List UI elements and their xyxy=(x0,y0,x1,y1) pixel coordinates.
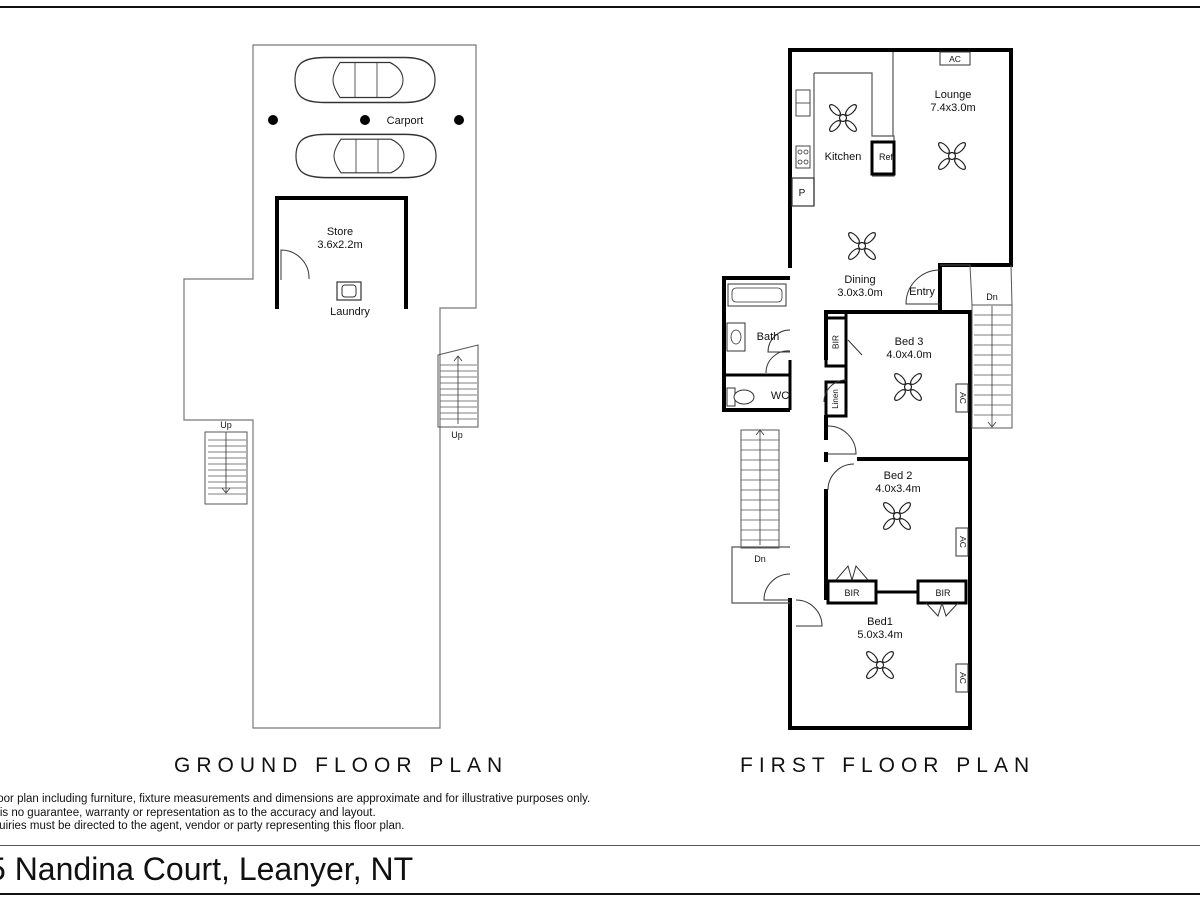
ac-label: AC xyxy=(949,54,961,64)
linen-label: Linen xyxy=(831,389,840,409)
ac-label: AC xyxy=(958,536,968,548)
basin-icon xyxy=(726,322,746,352)
first-floor-plan: Lounge 7.4x3.0m AC Kitchen Ref P Dining … xyxy=(722,48,1013,730)
ground-stairs-left xyxy=(204,431,248,505)
ac-label: AC xyxy=(958,392,968,404)
ac-unit-bed1 xyxy=(955,663,969,693)
disclaimer: is floor plan including furniture, fixtu… xyxy=(0,793,590,834)
fridge-box xyxy=(870,140,896,176)
laundry-label: Laundry xyxy=(330,306,370,318)
first-floor-outer-walls xyxy=(788,48,1013,730)
dining-label: Dining xyxy=(844,274,875,286)
bathtub-icon xyxy=(727,283,787,307)
lounge-size-label: 7.4x3.0m xyxy=(930,102,975,114)
first-stairs-right xyxy=(971,304,1013,429)
ceiling-fan-icon xyxy=(864,649,896,681)
stairs-up-label: Up xyxy=(220,420,232,430)
carport-post xyxy=(268,115,278,125)
top-rule xyxy=(0,6,1200,8)
dining-size-label: 3.0x3.0m xyxy=(837,287,882,299)
store-size-label: 3.6x2.2m xyxy=(317,239,362,251)
stairs-up-label: Up xyxy=(451,430,463,440)
kitchen-label: Kitchen xyxy=(825,151,862,163)
ground-floor-outline xyxy=(183,44,477,729)
ground-stairs-right xyxy=(437,344,479,428)
bed1-size-label: 5.0x3.4m xyxy=(857,629,902,641)
kitchen-island xyxy=(814,72,895,177)
ceiling-fan-icon xyxy=(846,230,878,262)
ground-floor-plan: Carport Store 3.6x2.2m Laundry Up Up xyxy=(183,44,479,729)
bed3-size-label: 4.0x4.0m xyxy=(886,349,931,361)
bed3-label: Bed 3 xyxy=(895,336,924,348)
store-label: Store xyxy=(327,226,353,238)
pantry-box xyxy=(791,177,815,207)
toilet-icon xyxy=(726,387,755,407)
ground-floor-title: GROUND FLOOR PLAN xyxy=(174,754,509,777)
bed1-bir-label: BIR xyxy=(935,588,951,598)
ac-unit-bed2 xyxy=(955,527,969,557)
laundry-tub-icon xyxy=(336,281,362,301)
ac-label: AC xyxy=(958,672,968,684)
stove-icon xyxy=(795,145,811,169)
first-stairs-left xyxy=(740,429,780,549)
disclaimer-line: enquiries must be directed to the agent,… xyxy=(0,820,405,832)
wc-label: WC xyxy=(771,390,789,402)
pantry-label: P xyxy=(799,188,806,199)
store-walls xyxy=(275,196,408,309)
car-icon xyxy=(294,56,436,104)
carport-post xyxy=(360,115,370,125)
disclaimer-line: ere is no guarantee, warranty or represe… xyxy=(0,806,376,819)
bath-label: Bath xyxy=(757,331,780,343)
ceiling-fan-icon xyxy=(936,140,968,172)
bed2-bir-label: BIR xyxy=(844,588,860,598)
ceiling-fan-icon xyxy=(892,371,924,403)
ceiling-fan-icon xyxy=(827,102,859,134)
ref-label: Ref xyxy=(879,152,894,162)
first-floor-title: FIRST FLOOR PLAN xyxy=(740,754,1036,777)
bed2-size-label: 4.0x3.4m xyxy=(875,483,920,495)
ceiling-fan-icon xyxy=(881,500,913,532)
car-icon xyxy=(295,133,437,179)
address-top-rule xyxy=(0,845,1200,846)
lounge-label: Lounge xyxy=(935,89,972,101)
entry-label: Entry xyxy=(909,286,935,298)
ac-unit-bed3 xyxy=(955,383,969,413)
bath-wing-walls xyxy=(722,276,790,412)
bed1-label: Bed1 xyxy=(867,616,893,628)
store-door xyxy=(280,249,310,280)
property-address: 5 Nandina Court, Leanyer, NT xyxy=(0,851,414,887)
lower-left-landing xyxy=(731,546,790,604)
stairs-dn-label: Dn xyxy=(754,554,766,564)
bed3-bir-label: BIR xyxy=(830,335,840,349)
ac-unit-lounge xyxy=(939,51,971,66)
disclaimer-line: is floor plan including furniture, fixtu… xyxy=(0,793,591,805)
stairs-dn-label: Dn xyxy=(986,292,998,302)
bed2-label: Bed 2 xyxy=(884,470,913,482)
carport-post xyxy=(454,115,464,125)
bottom-rule xyxy=(0,893,1200,895)
carport-label: Carport xyxy=(387,115,424,127)
